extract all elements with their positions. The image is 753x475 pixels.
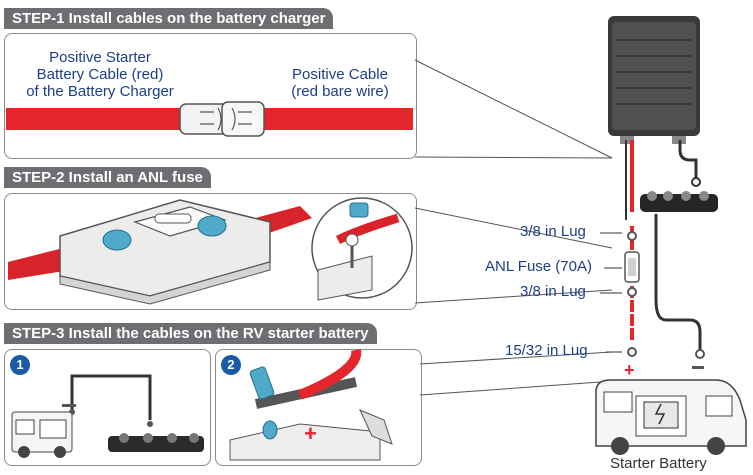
starter-battery-caption: Starter Battery <box>610 455 707 472</box>
lug-label-bottom: 15/32 in Lug <box>505 342 588 359</box>
lug-label-top: 3/8 in Lug <box>520 223 586 240</box>
step1-cable <box>6 101 413 137</box>
minus-sign <box>692 366 704 369</box>
step-2-header: STEP-2 Install an ANL fuse <box>4 167 211 188</box>
step-1-header: STEP-1 Install cables on the battery cha… <box>4 8 334 29</box>
step2-fuse-assembly <box>8 197 413 305</box>
rv-starter-battery <box>595 379 747 455</box>
step1-left-label: Positive Starter Battery Cable (red) of … <box>26 49 174 100</box>
step3-badge-2: 2 <box>221 355 241 375</box>
negative-busbar <box>640 177 718 212</box>
battery-charger <box>608 16 700 144</box>
inline-parts <box>600 231 705 359</box>
step3-badge-1: 1 <box>10 355 30 375</box>
step-3-header: STEP-3 Install the cables on the RV star… <box>4 323 377 344</box>
step3-panel1-art <box>11 374 204 458</box>
step-1-panel <box>4 33 417 159</box>
step1-right-label: Positive Cable (red bare wire) <box>291 66 389 100</box>
wires <box>625 140 702 352</box>
step3-panel2-art: + <box>229 349 393 461</box>
plus-sign: + <box>624 360 635 380</box>
lug-label-middle: 3/8 in Lug <box>520 283 586 300</box>
leader-lines <box>414 59 613 396</box>
anl-fuse-label: ANL Fuse (70A) <box>485 258 592 275</box>
svg-text:+: + <box>304 421 317 446</box>
